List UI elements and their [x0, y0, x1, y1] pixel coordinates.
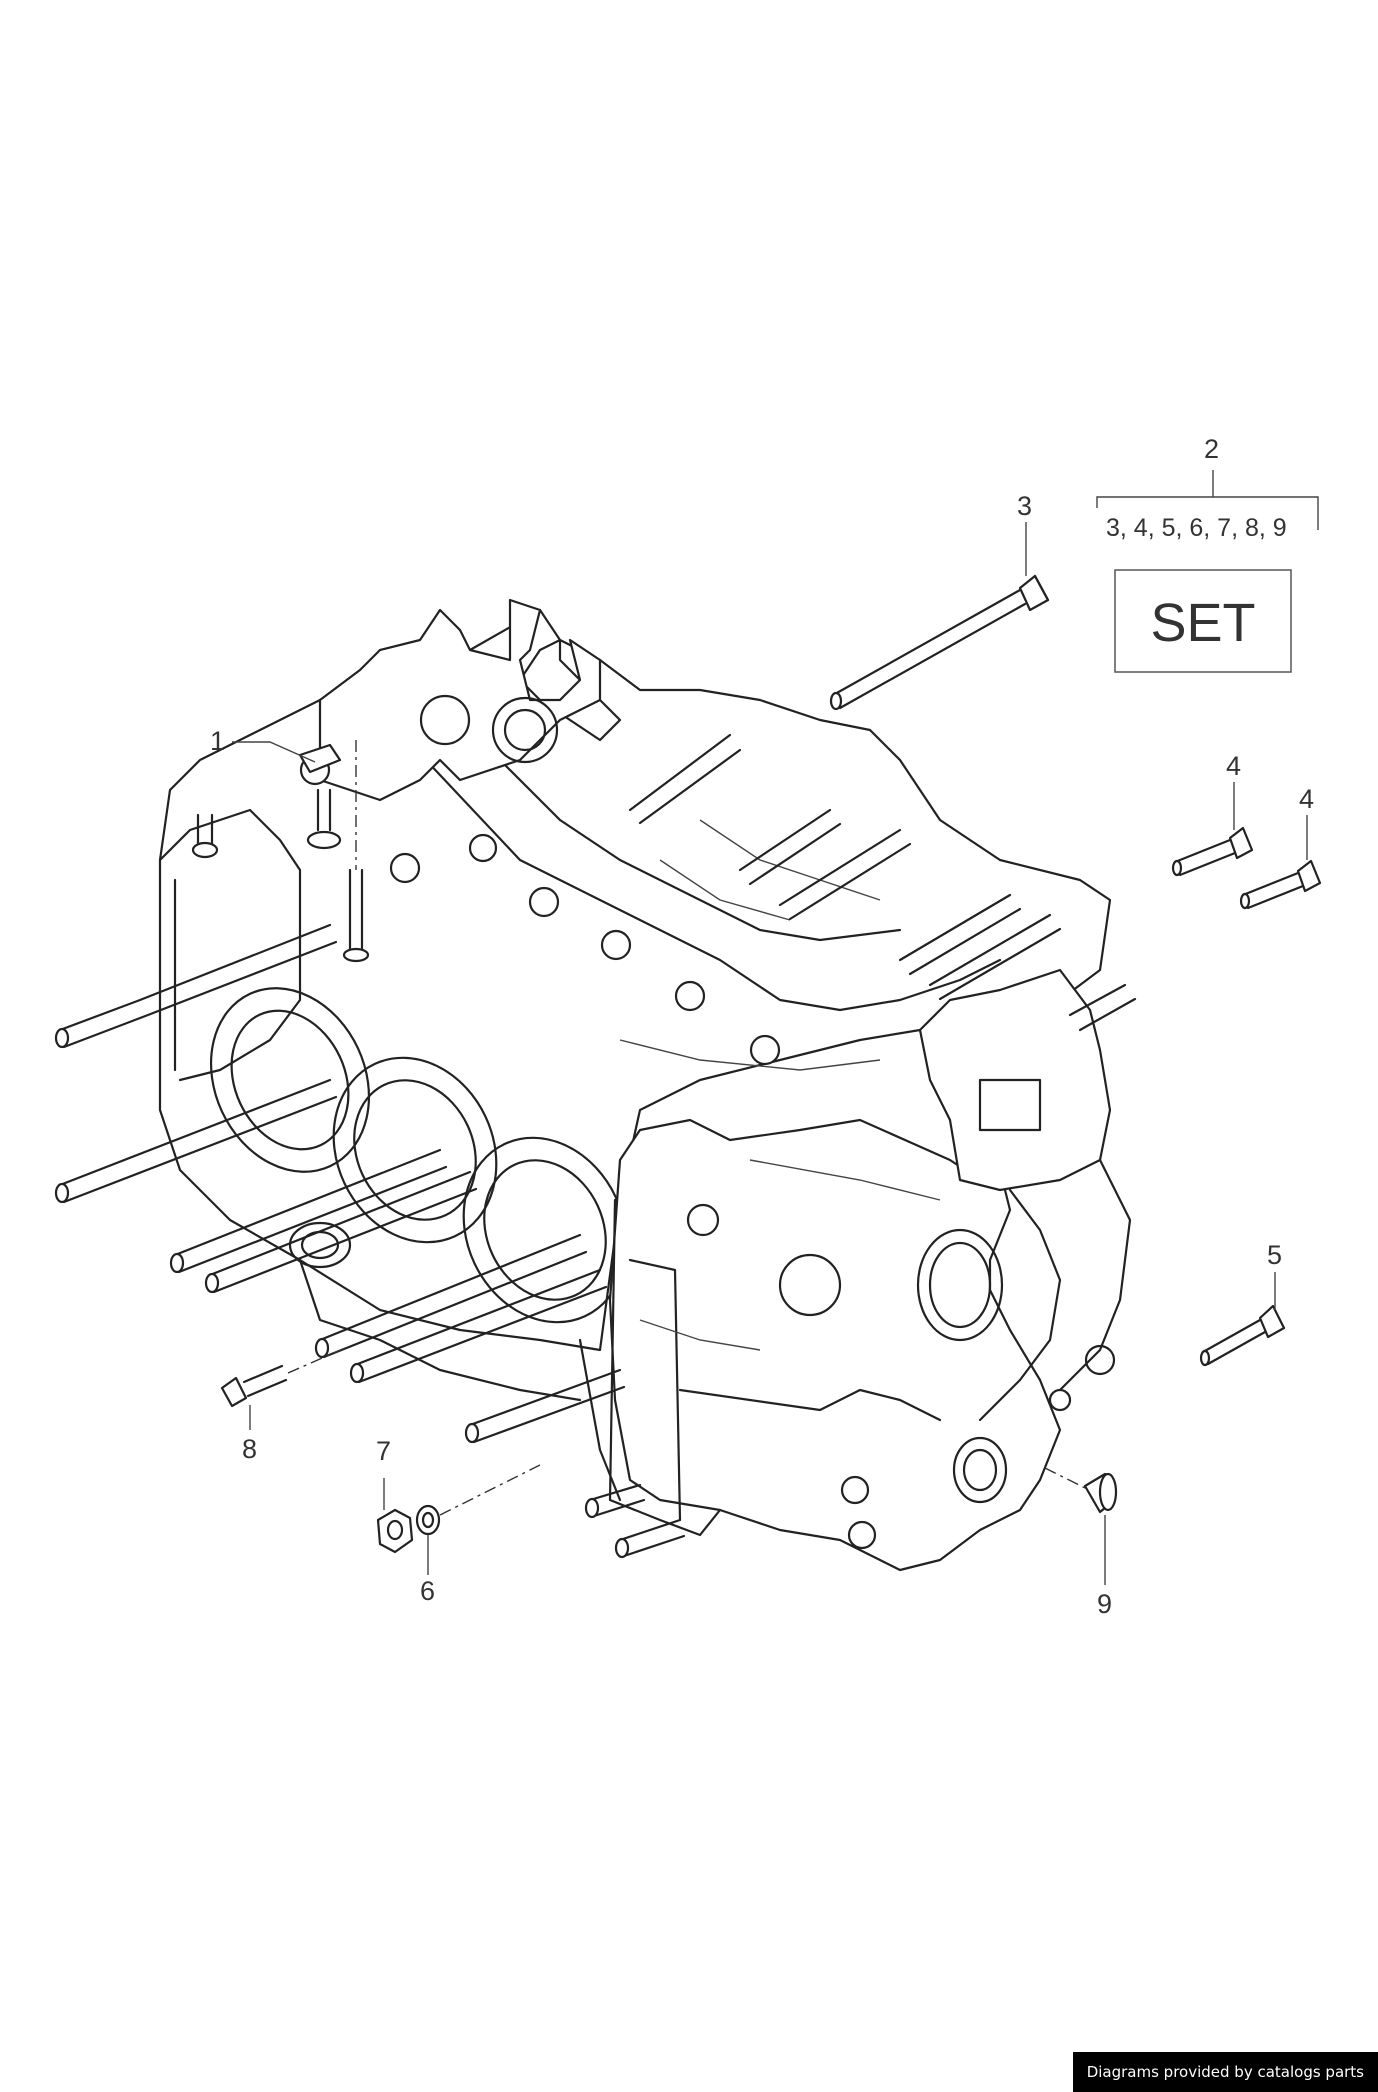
callout-5: 5	[1267, 1240, 1282, 1270]
set-contents-list: 3, 4, 5, 6, 7, 8, 9	[1106, 514, 1287, 542]
part-5-bolt	[1199, 1304, 1286, 1367]
part-7-nut	[376, 1508, 414, 1554]
callout-9: 9	[1097, 1589, 1112, 1619]
crankcase-illustration	[54, 598, 1137, 1572]
part-4-bolts	[1171, 826, 1322, 910]
footer-credit: Diagrams provided by catalogs parts	[1072, 2052, 1378, 2092]
part-8-bolt	[220, 1347, 346, 1408]
callout-1: 1	[210, 726, 225, 756]
callout-8: 8	[242, 1434, 257, 1464]
set-label: SET	[1150, 593, 1255, 653]
callout-6: 6	[420, 1576, 435, 1606]
crankcase-studs	[54, 733, 1137, 1559]
callout-2: 2	[1204, 434, 1219, 464]
rail-nuts	[299, 754, 877, 1550]
cylinder-bores	[209, 987, 628, 1324]
callout-4b: 4	[1299, 784, 1314, 814]
set-box	[1114, 569, 1292, 673]
part-9-plug	[1044, 1467, 1118, 1514]
callout-4a: 4	[1226, 751, 1241, 781]
part-1-illustration	[191, 740, 370, 963]
part-3-long-bolt	[829, 574, 1050, 711]
callout-7: 7	[376, 1436, 391, 1466]
leader-lines	[232, 470, 1319, 1585]
callout-3: 3	[1017, 491, 1032, 521]
part-6-washer	[415, 1464, 541, 1536]
